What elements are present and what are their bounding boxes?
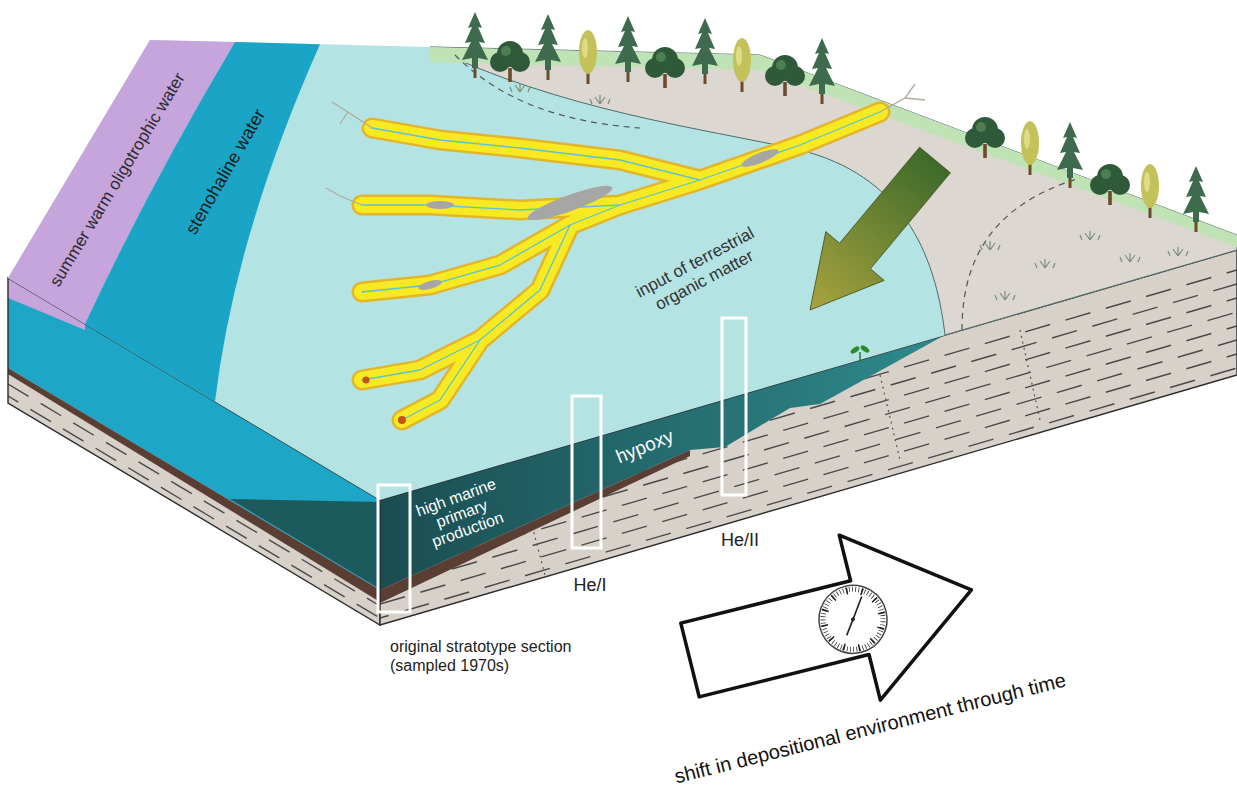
grass-tuft [1168, 247, 1188, 256]
broadleaf-tree [965, 117, 1005, 158]
conifer [1183, 166, 1209, 232]
sprout-stem [859, 352, 861, 362]
conifer [692, 18, 718, 84]
island [417, 278, 442, 292]
grass-tuft [980, 241, 1000, 250]
delta-lobes [362, 112, 880, 420]
poplar-tree [733, 38, 751, 92]
section-marker [572, 396, 601, 548]
clock-ticks [817, 583, 890, 656]
stenohaline-water-band [85, 42, 320, 401]
section-label: He/II [721, 530, 759, 552]
poplar-tree [1021, 121, 1039, 175]
sprout-leaf [849, 345, 860, 355]
conifer [809, 38, 835, 104]
clock-hand [848, 597, 866, 620]
clock-hour-ticks [818, 584, 888, 654]
section-marker [378, 485, 410, 612]
conifer [1057, 122, 1083, 188]
conifer [462, 12, 488, 78]
island [525, 180, 615, 226]
clock-center [851, 617, 856, 622]
broadleaf-tree [645, 47, 685, 88]
dotted-line [880, 375, 900, 460]
poplar-tree [579, 30, 597, 84]
island [740, 146, 781, 170]
delta-channels [362, 112, 880, 420]
grass-tuft [590, 95, 610, 104]
delta-outline [362, 112, 880, 420]
productive-layer [230, 499, 380, 589]
tributaries [326, 84, 925, 205]
delta [362, 112, 880, 420]
trees [462, 12, 1209, 232]
mouth-bar [363, 377, 370, 384]
clock-hand [843, 619, 856, 635]
sprout [849, 344, 870, 362]
land-area [430, 47, 1237, 335]
shelf-sea-surface [8, 40, 1237, 500]
grass-tuft [1080, 231, 1100, 240]
broadleaf-tree [1090, 164, 1130, 205]
sprout-leaf [859, 344, 870, 354]
section-label: original stratotype section (sampled 197… [390, 637, 590, 675]
dotted-line [1020, 330, 1040, 420]
broadleaf-tree [765, 55, 805, 96]
grass-tuft [510, 83, 530, 92]
input-arrow [810, 147, 950, 310]
broadleaf-tree [490, 41, 530, 82]
poplar-tree [1141, 164, 1159, 218]
clock-face [812, 578, 894, 660]
conifer [615, 16, 641, 82]
grass-tuft [1035, 259, 1055, 268]
conifer [535, 14, 561, 80]
mouth-bar [398, 416, 406, 424]
section-label: He/I [573, 575, 606, 597]
section-marker [722, 318, 746, 495]
grass-tuft [1120, 253, 1140, 262]
island [426, 201, 454, 209]
dashed-boundary [962, 178, 1080, 330]
grass-tuft [995, 291, 1015, 300]
